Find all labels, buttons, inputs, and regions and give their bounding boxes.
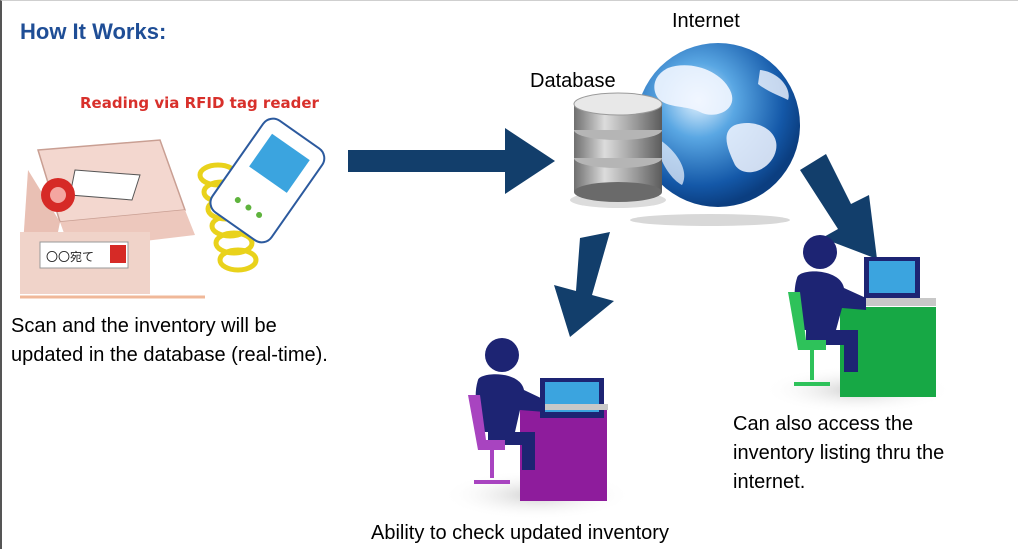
- person-desk-green-icon: [763, 235, 953, 414]
- internet-label: Internet: [672, 10, 740, 32]
- database-label: Database: [530, 70, 616, 92]
- database-icon: [570, 92, 666, 208]
- rfid-box-icon: [20, 139, 205, 299]
- arrow-down-left: [554, 232, 614, 337]
- arrow-down-right: [800, 154, 877, 259]
- box-label: 〇〇宛て: [46, 249, 94, 264]
- globe-icon: [630, 43, 800, 226]
- arrow-right: [348, 128, 555, 194]
- access-caption-line2: inventory listing thru the: [733, 442, 945, 464]
- access-caption-line3: internet.: [733, 471, 806, 493]
- rfid-caption: Reading via RFID tag reader: [80, 94, 319, 112]
- rfid-reader-icon: [197, 117, 326, 273]
- access-caption-line1: Can also access the: [733, 413, 914, 435]
- scan-caption-line2: updated in the database (real-time).: [11, 344, 328, 366]
- person-desk-purple-icon: [442, 338, 632, 520]
- scan-caption-line1: Scan and the inventory will be: [11, 315, 277, 337]
- check-caption: Ability to check updated inventory: [371, 522, 669, 544]
- page-title: How It Works:: [20, 19, 167, 44]
